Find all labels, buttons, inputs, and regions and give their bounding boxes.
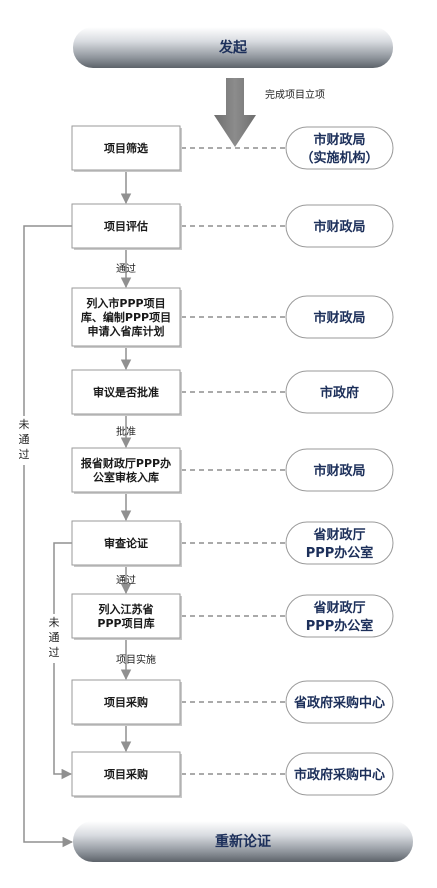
reject-label-char: 未: [49, 616, 60, 629]
step-box: [71, 369, 181, 415]
reject-label-char: 过: [49, 646, 60, 659]
step-text: 申请入省库计划: [88, 324, 165, 338]
transition-label: 项目实施: [116, 653, 156, 666]
reject-label-bg: [16, 416, 32, 465]
transition-label: 通过: [116, 262, 136, 275]
reject-label-char: 通: [19, 433, 30, 446]
start-label: 发起: [218, 39, 248, 56]
owner-text: 市财政局: [313, 463, 365, 479]
reject-label-bg: [46, 614, 62, 663]
owner-text: 市财政局: [313, 310, 365, 326]
owner-text: PPP办公室: [306, 618, 374, 634]
step-box: [71, 593, 181, 639]
step-box: [71, 520, 181, 566]
step-6: 审查论证: [71, 520, 182, 567]
reject-label-char: 过: [19, 448, 30, 461]
owner-node: 市财政局: [285, 295, 394, 339]
owner-text: （实施机构）: [300, 150, 378, 166]
owner-text: 省财政厅: [312, 600, 365, 616]
transition-label: 批准: [116, 425, 136, 438]
step-text: 项目评估: [104, 219, 148, 233]
owner-pill: [285, 521, 394, 565]
owner-text: 市政府采购中心: [294, 767, 385, 783]
process-steps: 项目筛选项目评估列入市PPP项目库、编制PPP项目申请入省库计划审议是否批准报省…: [71, 125, 182, 798]
owner-node: 市财政局: [285, 204, 394, 248]
big-down-arrow: [214, 78, 256, 147]
step-text: 列入市PPP项目: [86, 296, 165, 310]
step-box: [71, 751, 181, 797]
owner-pill: [285, 448, 394, 492]
owner-node: 市政府: [285, 370, 394, 414]
step-box: [71, 287, 181, 347]
owner-pill: [285, 126, 394, 170]
owner-text: 省财政厅: [312, 527, 365, 543]
step-text: 审查论证: [104, 536, 148, 550]
owner-node: 省财政厅 PPP办公室: [285, 521, 394, 565]
owner-pill: [285, 680, 394, 724]
owner-node: 省财政厅 PPP办公室: [285, 594, 394, 638]
step-4: 审议是否批准: [71, 369, 182, 416]
step-box: [71, 203, 181, 249]
step-text: 列入江苏省: [99, 602, 154, 616]
step-box: [71, 447, 181, 493]
step-text: 项目筛选: [104, 141, 148, 155]
owner-pill: [285, 370, 394, 414]
owner-text: 市政府: [320, 385, 359, 401]
owner-dash-links: [181, 147, 286, 775]
transition-label: 通过: [116, 574, 136, 587]
step-box: [71, 679, 181, 725]
reject-label-char: 未: [19, 418, 30, 431]
step-2: 项目评估: [71, 203, 182, 250]
step-1: 项目筛选: [71, 125, 182, 172]
step-text: 库、编制PPP项目: [81, 310, 171, 324]
owner-node: 市财政局 （实施机构）: [285, 126, 394, 170]
end-terminal: 重新论证: [73, 821, 413, 862]
step-8: 项目采购: [71, 679, 182, 726]
step-text: PPP项目库: [97, 616, 154, 630]
step-text: 报省财政厅PPP办: [81, 456, 171, 470]
owner-node: 市财政局: [285, 448, 394, 492]
owner-text: 市财政局: [313, 219, 365, 235]
step-text: 审议是否批准: [93, 385, 159, 399]
step-text: 项目采购: [104, 767, 148, 781]
owner-pill: [285, 594, 394, 638]
arrow-caption: 完成项目立项: [265, 88, 325, 101]
step-text: 公室审核入库: [93, 470, 159, 484]
reject-label-char: 通: [49, 631, 60, 644]
step-text: 项目采购: [104, 695, 148, 709]
step-box: [71, 125, 181, 171]
reject-path-outer: [23, 225, 74, 848]
end-label: 重新论证: [215, 833, 271, 850]
owner-text: PPP办公室: [306, 545, 374, 561]
owner-pill: [285, 752, 394, 796]
owner-pill: [285, 295, 394, 339]
owner-pill: [285, 204, 394, 248]
owner-text: 省政府采购中心: [293, 695, 385, 711]
owner-text: 市财政局: [313, 132, 365, 148]
start-terminal: 发起: [73, 27, 393, 68]
step-9: 项目采购: [71, 751, 182, 798]
flow-connectors: [23, 171, 132, 848]
owner-nodes: 市财政局（实施机构）市财政局市财政局市政府市财政局省财政厅PPP办公室省财政厅P…: [285, 126, 394, 796]
owner-node: 省政府采购中心: [285, 680, 394, 724]
owner-node: 市政府采购中心: [285, 752, 394, 796]
